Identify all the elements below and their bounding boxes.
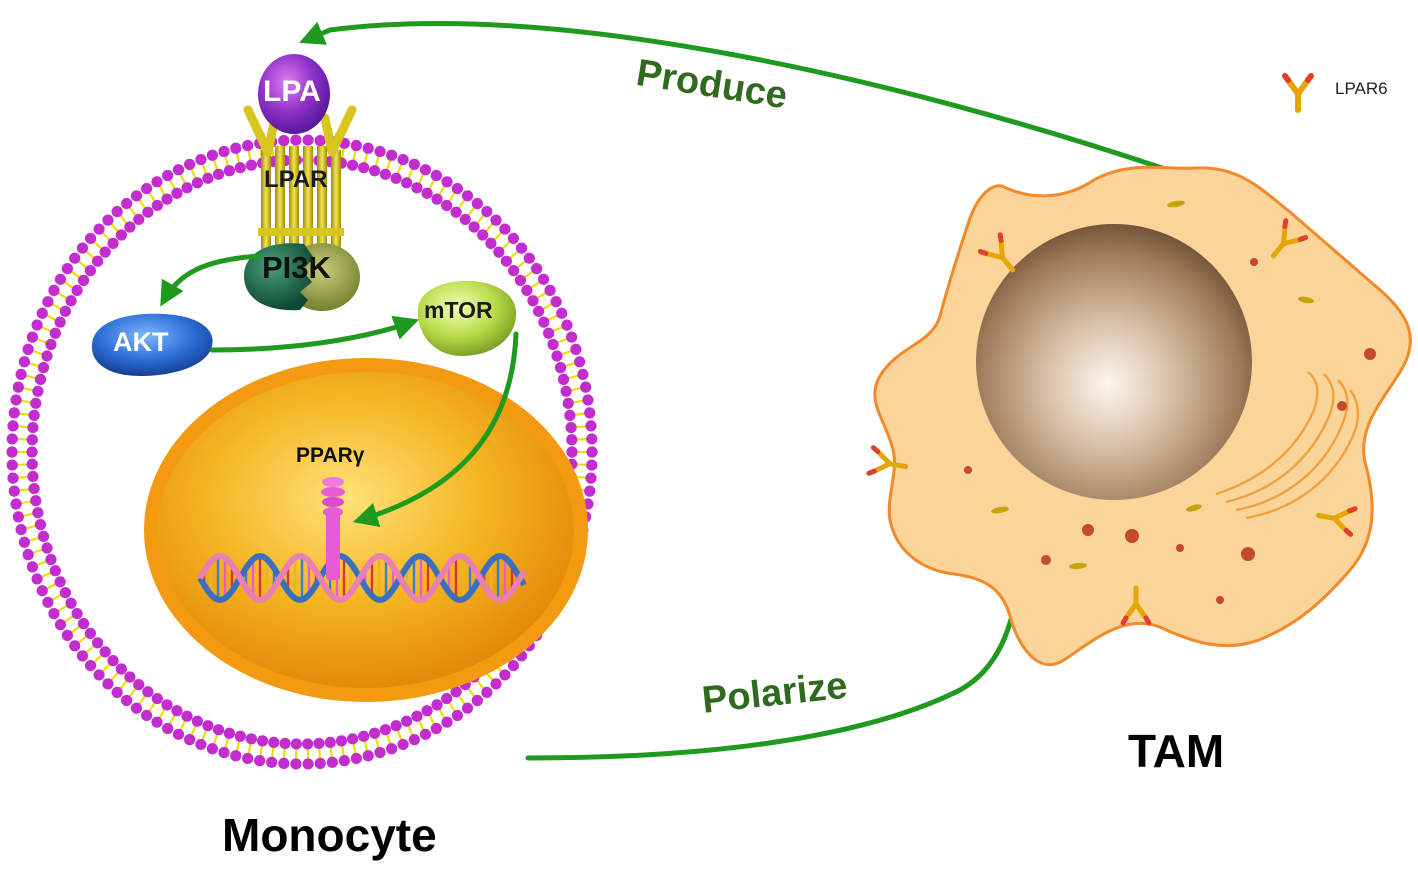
akt-icon bbox=[91, 313, 213, 376]
dna-helix-icon bbox=[197, 552, 527, 604]
ppar-gamma-icon bbox=[321, 477, 345, 580]
pi3k-label: PI3K bbox=[262, 250, 331, 285]
mtor-icon bbox=[417, 280, 517, 356]
lpar-receptor-icon bbox=[243, 105, 357, 252]
legend-label: LPAR6 bbox=[1335, 79, 1388, 98]
lpar-label: LPAR bbox=[264, 166, 328, 193]
ppar-label: PPARγ bbox=[296, 444, 365, 467]
signalling-arrows bbox=[160, 253, 519, 527]
lpar6-legend-icon bbox=[1282, 73, 1314, 113]
mtor-label: mTOR bbox=[424, 297, 493, 323]
vesicles bbox=[964, 258, 1376, 604]
tam-lpar6-receptors bbox=[866, 218, 1358, 626]
monocyte-nucleus bbox=[144, 358, 588, 702]
mtor-to-ppar-arrow bbox=[352, 331, 519, 527]
tam-nucleus bbox=[976, 224, 1252, 500]
golgi-apparatus-icon bbox=[1215, 371, 1360, 520]
cell-arrows bbox=[299, 21, 1171, 761]
produce-arrow bbox=[299, 21, 1171, 173]
lpa-label: LPA bbox=[263, 75, 321, 108]
lpa-ligand-icon bbox=[258, 54, 330, 134]
monocyte-label: Monocyte bbox=[222, 809, 437, 861]
pi3k-to-akt-arrow bbox=[160, 253, 261, 307]
tam-cell bbox=[873, 165, 1412, 667]
tam-label: TAM bbox=[1128, 725, 1225, 777]
pi3k-icon bbox=[244, 243, 360, 311]
akt-to-mtor-arrow bbox=[209, 315, 420, 353]
akt-label: AKT bbox=[113, 327, 169, 357]
polarize-arrow bbox=[525, 580, 1028, 761]
